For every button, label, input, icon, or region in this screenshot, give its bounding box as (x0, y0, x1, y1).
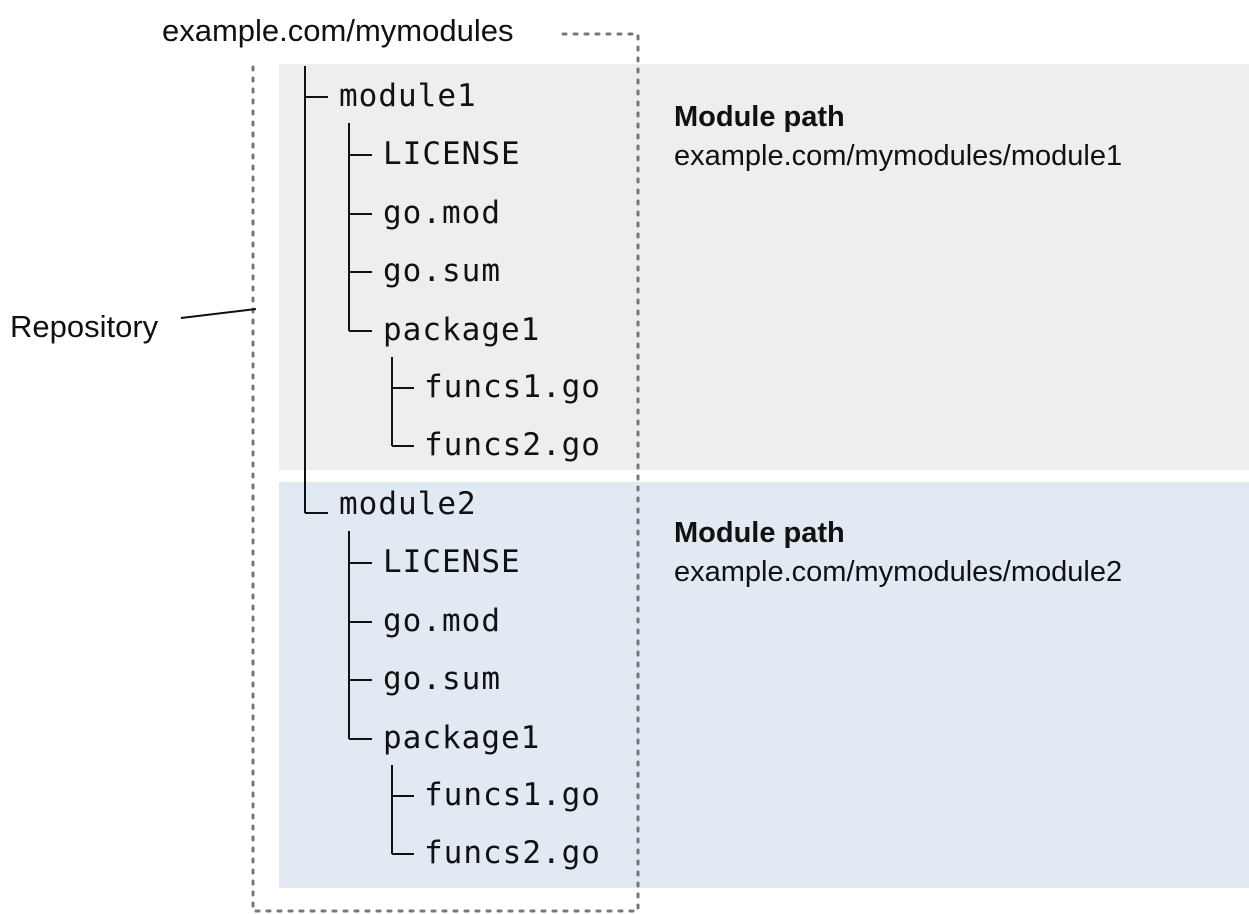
module-path-value: example.com/mymodules/module2 (674, 556, 1123, 588)
file-license: LICENSE (383, 136, 521, 172)
file-go-mod: go.mod (383, 195, 501, 231)
file-funcs1: funcs1.go (424, 777, 601, 813)
package-name: package1 (383, 312, 541, 348)
file-funcs2: funcs2.go (424, 427, 601, 463)
package-name: package1 (383, 720, 541, 756)
module-name: module1 (339, 78, 477, 114)
module1-panel (279, 64, 1249, 470)
module2-panel (279, 482, 1249, 888)
repository-label: Repository (10, 309, 159, 344)
file-go-sum: go.sum (383, 661, 501, 697)
module-path-label: Module path (674, 101, 845, 133)
file-license: LICENSE (383, 544, 521, 580)
module-path-label: Module path (674, 517, 845, 549)
file-go-mod: go.mod (383, 603, 501, 639)
repository-boundary (251, 32, 640, 913)
module-name: module2 (339, 486, 477, 522)
repository-pointer-line (180, 308, 257, 319)
file-go-sum: go.sum (383, 253, 501, 289)
repository-url: example.com/mymodules (162, 13, 514, 48)
file-funcs1: funcs1.go (424, 369, 601, 405)
module-path-value: example.com/mymodules/module1 (674, 140, 1123, 172)
file-funcs2: funcs2.go (424, 835, 601, 871)
